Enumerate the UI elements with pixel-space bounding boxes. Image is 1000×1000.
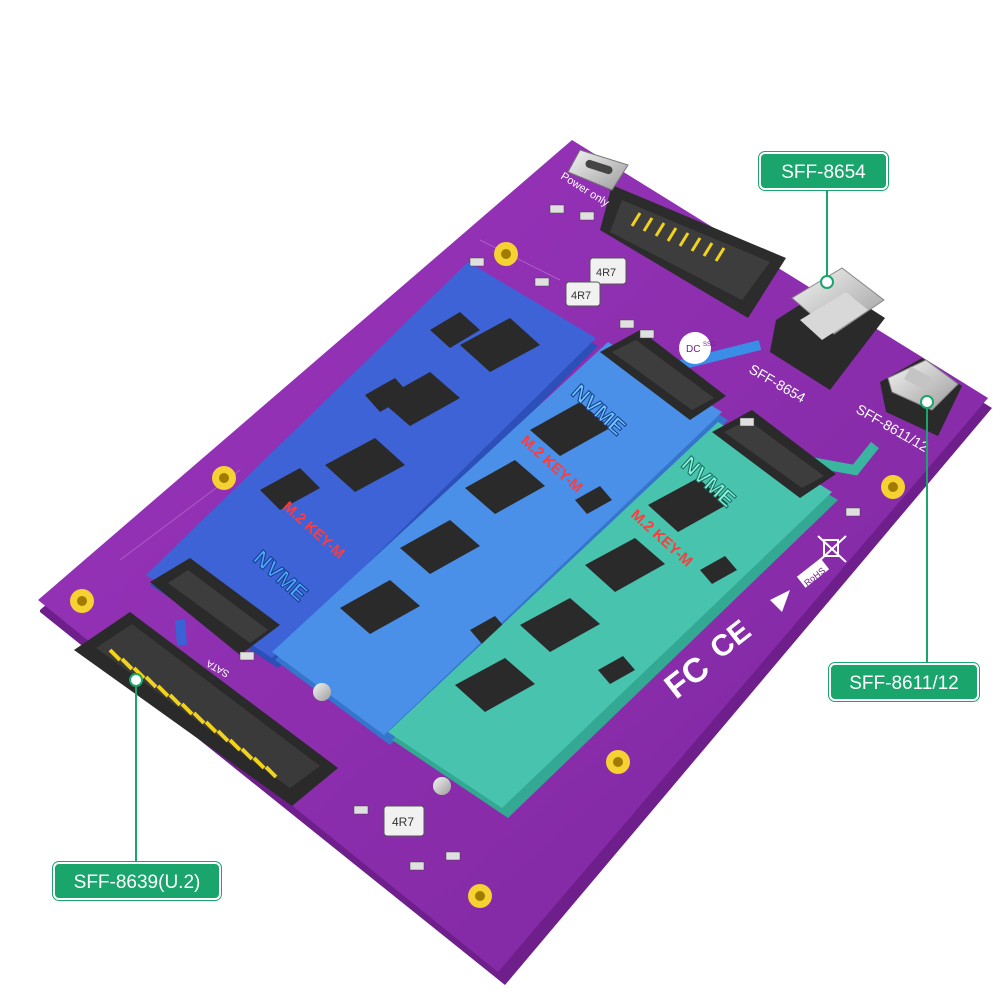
m2-module-3: NVME M.2 KEY-M bbox=[388, 422, 838, 818]
warning-triangle-icon bbox=[770, 590, 790, 612]
callout-sff-8611: SFF-8611/12 bbox=[829, 663, 979, 701]
mounting-holes bbox=[70, 242, 905, 908]
sff-8611-connector bbox=[880, 358, 962, 436]
weee-bin-icon bbox=[817, 535, 847, 563]
callout-lines bbox=[129, 190, 934, 862]
m2-module-2: NVME M.2 KEY-M bbox=[272, 342, 728, 745]
svg-text:DC: DC bbox=[686, 344, 700, 355]
inductor-top: 4R7 bbox=[589, 257, 627, 285]
smd-components bbox=[239, 204, 861, 871]
module-2-screw bbox=[313, 683, 331, 701]
callout-sff-8639: SFF-8639(U.2) bbox=[53, 862, 221, 900]
m2-slot-3 bbox=[712, 410, 836, 498]
svg-text:4R7: 4R7 bbox=[392, 815, 414, 829]
m2-module-1: NVME M.2 KEY-M bbox=[146, 262, 598, 668]
inductor-bottom: 4R7 bbox=[383, 805, 425, 837]
inductor-mid: 4R7 bbox=[565, 281, 601, 307]
svg-text:4R7: 4R7 bbox=[571, 290, 591, 302]
usb-c-power-connector bbox=[567, 149, 629, 191]
trace-dark-blue bbox=[175, 619, 187, 646]
m2-slot-2 bbox=[600, 330, 726, 420]
sff-8654-connector bbox=[770, 267, 885, 390]
dc-ssd-badge: DC SSD bbox=[679, 332, 716, 364]
svg-text:SSD: SSD bbox=[703, 342, 716, 348]
callout-sff-8654: SFF-8654 bbox=[759, 152, 888, 190]
sata-power-connector bbox=[600, 185, 786, 318]
module-3-screw bbox=[433, 777, 451, 795]
sff-8639-connector bbox=[74, 612, 338, 806]
svg-text:4R7: 4R7 bbox=[596, 267, 616, 279]
m2-slot-1 bbox=[150, 558, 280, 655]
